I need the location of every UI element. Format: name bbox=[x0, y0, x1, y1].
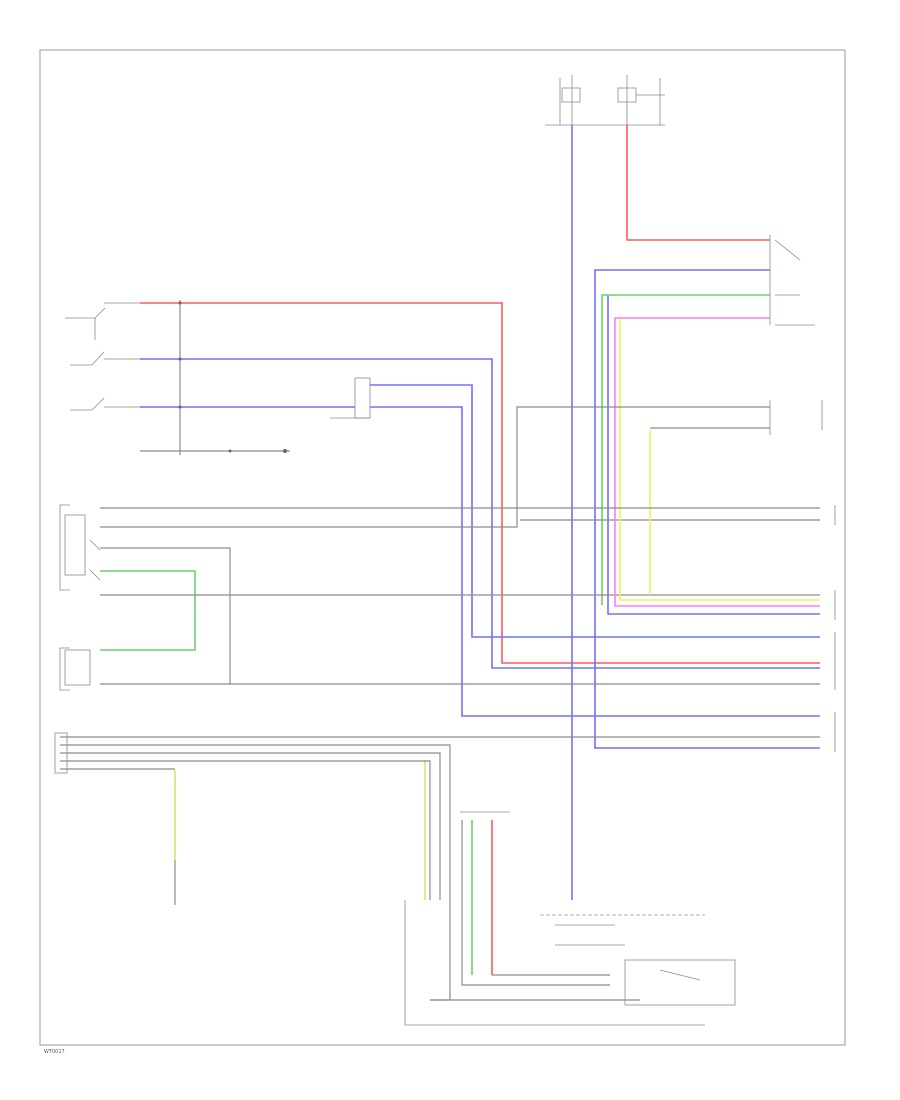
wire-red bbox=[140, 125, 820, 975]
right-switch-upper bbox=[769, 235, 815, 326]
wire-yellow bbox=[174, 317, 820, 900]
wire-blue bbox=[140, 125, 820, 900]
wire-grey bbox=[60, 300, 820, 1001]
relay-left-upper bbox=[59, 504, 101, 591]
bottom-connector bbox=[540, 914, 705, 946]
relay-left-lower bbox=[59, 647, 91, 691]
bottom-frame bbox=[404, 811, 705, 1026]
connector-left-bottom bbox=[54, 732, 68, 774]
wire-green bbox=[100, 294, 820, 975]
wire-pink bbox=[614, 317, 820, 607]
bottom-relay bbox=[624, 959, 736, 1006]
fuse-block-top bbox=[545, 75, 665, 126]
ignition-switch bbox=[65, 301, 287, 453]
page-code: WT0017 bbox=[44, 1049, 65, 1055]
center-connector bbox=[330, 377, 371, 419]
right-switch-lower bbox=[769, 400, 823, 435]
diagram-frame bbox=[39, 49, 846, 1046]
